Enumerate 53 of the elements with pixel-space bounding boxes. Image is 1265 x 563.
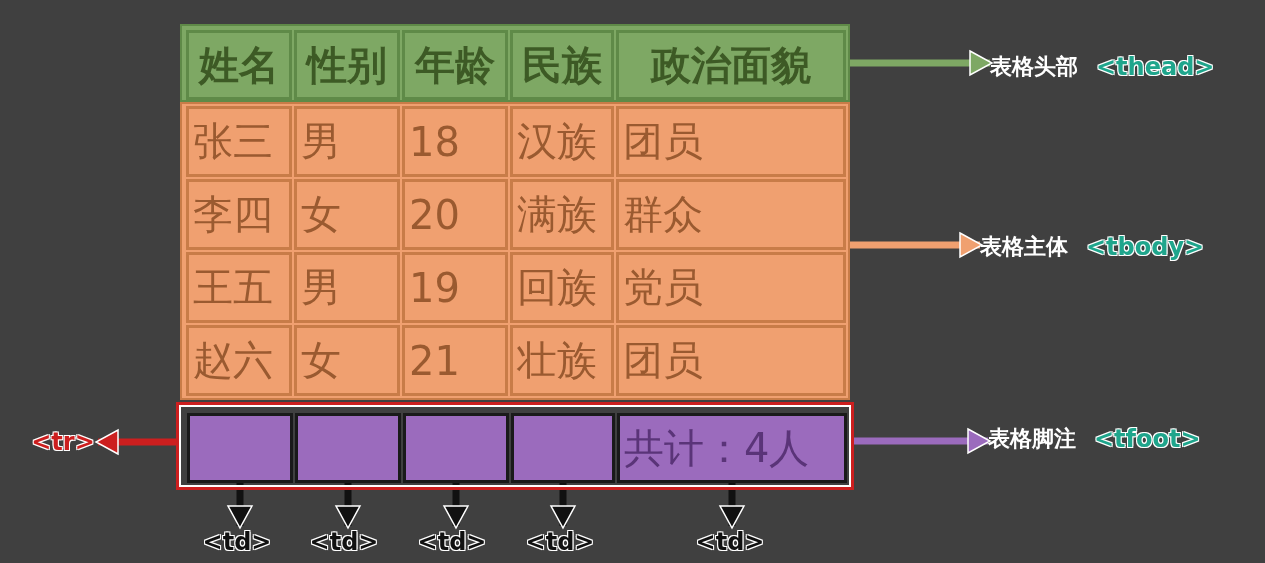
table-cell: 男 [294,106,400,177]
arrow [850,232,983,258]
table-body-band [180,102,850,400]
table-cell: 21 [402,325,508,396]
table-header-row [180,24,850,102]
arrow [227,483,253,529]
arrow [719,483,745,529]
caption-text: 表格头部 [990,53,1078,81]
table-cell [403,413,509,483]
table-cell: 男 [294,252,400,323]
tag-text: <tfoot> [1094,425,1201,453]
tag-text: <td> [306,526,382,558]
header-cell: 姓名 [186,30,292,100]
tag-text: <tbody> [1086,233,1205,261]
tag-text: <td> [692,526,768,558]
tag-text: <td> [414,526,490,558]
header-cell: 性别 [294,30,400,100]
header-cell: 政治面貌 [616,30,846,100]
arrow [550,483,576,529]
table-cell: 回族 [510,252,614,323]
table-cell: 团员 [616,106,846,177]
arrow [850,50,993,76]
header-cell: 年龄 [402,30,508,100]
table-cell: 赵六 [186,325,292,396]
table-cell [295,413,401,483]
table-cell: 汉族 [510,106,614,177]
caption-text: 表格脚注 [988,425,1076,453]
caption-text: 表格主体 [980,233,1068,261]
tag-text: <tr> [28,426,98,458]
table-cell: 女 [294,179,400,250]
table-cell [187,413,293,483]
table-cell: 女 [294,325,400,396]
arrow [443,483,469,529]
arrow [95,429,176,455]
arrow [335,483,361,529]
tag-text: <thead> [1096,53,1215,81]
table-cell: 王五 [186,252,292,323]
tag-text: <td> [522,526,598,558]
table-cell: 张三 [186,106,292,177]
table-cell: 党员 [616,252,846,323]
table-cell: 满族 [510,179,614,250]
table-cell [511,413,615,483]
tag-text: <td> [199,526,275,558]
table-cell: 群众 [616,179,846,250]
header-cell: 民族 [510,30,614,100]
table-row-outline [176,402,854,490]
table-cell: 20 [402,179,508,250]
table-cell: 19 [402,252,508,323]
table-cell: 共计：4人 [617,413,847,483]
table-cell: 18 [402,106,508,177]
table-cell: 李四 [186,179,292,250]
table-cell: 团员 [616,325,846,396]
table-cell: 壮族 [510,325,614,396]
